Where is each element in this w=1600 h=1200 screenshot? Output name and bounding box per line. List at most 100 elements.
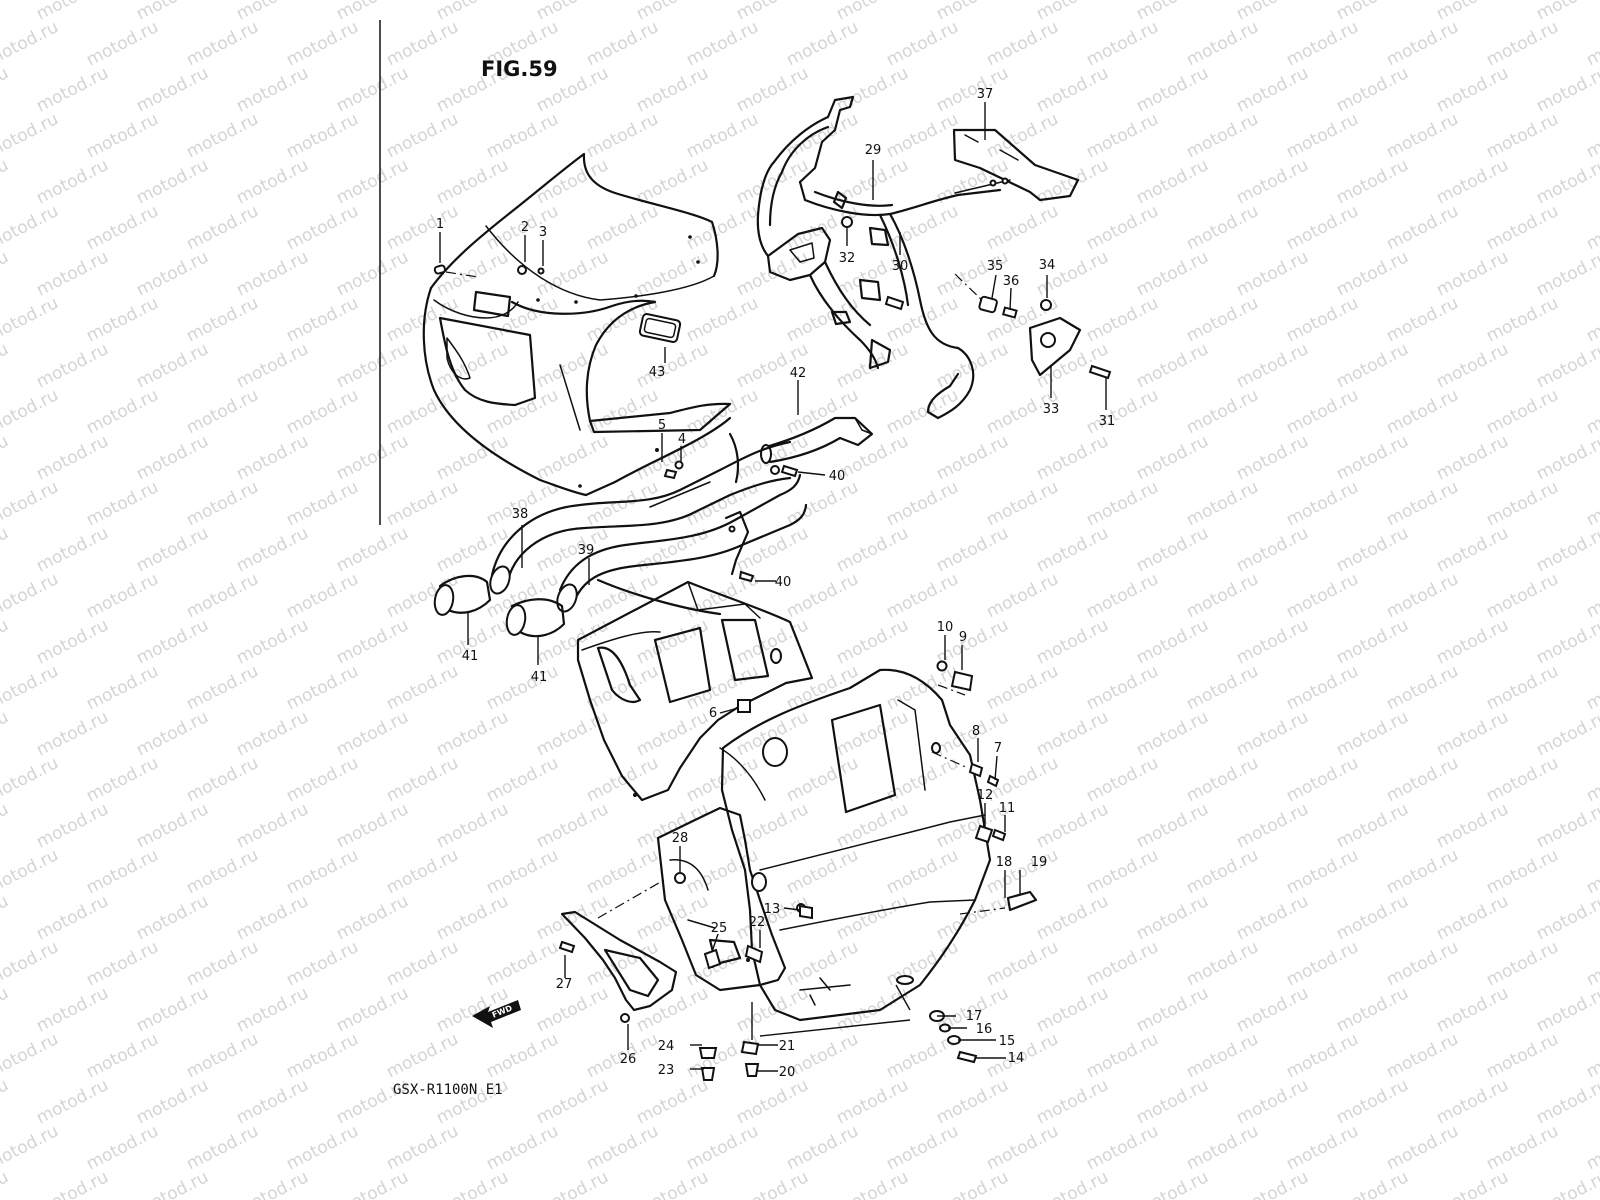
watermark-text: motod.ru	[1483, 1029, 1562, 1082]
watermark-text: motod.ru	[433, 891, 512, 944]
callout-43: 43	[649, 365, 666, 380]
watermark-text: motod.ru	[533, 983, 612, 1036]
watermark-text: motod.ru	[283, 1029, 362, 1082]
watermark-text: motod.ru	[1583, 1121, 1600, 1174]
watermark-text: motod.ru	[883, 1121, 962, 1174]
watermark-text: motod.ru	[133, 1167, 212, 1200]
watermark-text: motod.ru	[983, 661, 1062, 714]
watermark-text: motod.ru	[983, 17, 1062, 70]
watermark-text: motod.ru	[1233, 523, 1312, 576]
watermark-text: motod.ru	[283, 385, 362, 438]
watermark-text: motod.ru	[0, 385, 62, 438]
watermark-text: motod.ru	[933, 63, 1012, 116]
callout-30: 30	[892, 259, 909, 274]
watermark-text: motod.ru	[133, 707, 212, 760]
watermark-text: motod.ru	[383, 1029, 462, 1082]
watermark-text: motod.ru	[83, 293, 162, 346]
watermark-text: motod.ru	[1083, 569, 1162, 622]
watermark-text: motod.ru	[1283, 1029, 1362, 1082]
watermark-text: motod.ru	[33, 1167, 112, 1200]
watermark-text: motod.ru	[33, 247, 112, 300]
watermark-text: motod.ru	[583, 753, 662, 806]
cowling-stay-bracket	[756, 95, 1002, 420]
watermark-text: motod.ru	[683, 1121, 762, 1174]
watermark-text: motod.ru	[1383, 1029, 1462, 1082]
watermark-text: motod.ru	[183, 661, 262, 714]
watermark-text: motod.ru	[883, 753, 962, 806]
watermark-text: motod.ru	[0, 477, 62, 530]
watermark-text: motod.ru	[1383, 753, 1462, 806]
watermark-text: motod.ru	[0, 753, 62, 806]
watermark-text: motod.ru	[683, 109, 762, 162]
watermark-text: motod.ru	[633, 707, 712, 760]
duct-rubbers-41	[433, 574, 566, 638]
watermark-text: motod.ru	[183, 1121, 262, 1174]
callout-42: 42	[790, 366, 807, 381]
watermark-text: motod.ru	[783, 569, 862, 622]
watermark-text: motod.ru	[1383, 1121, 1462, 1174]
watermark-text: motod.ru	[1533, 0, 1600, 24]
watermark-text: motod.ru	[133, 523, 212, 576]
watermark-text: motod.ru	[483, 385, 562, 438]
watermark-text: motod.ru	[1583, 937, 1600, 990]
callout-32: 32	[839, 251, 856, 266]
figure-title: FIG.59	[481, 57, 558, 81]
watermark-text: motod.ru	[83, 753, 162, 806]
watermark-text: motod.ru	[1233, 247, 1312, 300]
callout-7: 7	[994, 741, 1002, 756]
watermark-text: motod.ru	[1433, 799, 1512, 852]
watermark-text: motod.ru	[1333, 891, 1412, 944]
watermark-text: motod.ru	[783, 109, 862, 162]
watermark-text: motod.ru	[383, 845, 462, 898]
watermark-text: motod.ru	[633, 63, 712, 116]
watermark-text: motod.ru	[0, 155, 12, 208]
watermark-text: motod.ru	[283, 569, 362, 622]
watermark-text: motod.ru	[183, 293, 262, 346]
watermark-text: motod.ru	[1233, 1167, 1312, 1200]
watermark-text: motod.ru	[983, 845, 1062, 898]
watermark-text: motod.ru	[1533, 615, 1600, 668]
watermark-text: motod.ru	[733, 63, 812, 116]
watermark-text: motod.ru	[1083, 845, 1162, 898]
watermark-text: motod.ru	[83, 661, 162, 714]
watermark-text: motod.ru	[0, 339, 12, 392]
callout-16: 16	[976, 1022, 993, 1037]
watermark-text: motod.ru	[0, 201, 62, 254]
callout-17: 17	[966, 1009, 983, 1024]
watermark-text: motod.ru	[0, 1075, 12, 1128]
watermark-text: motod.ru	[1433, 339, 1512, 392]
watermark-text: motod.ru	[583, 201, 662, 254]
callout-22: 22	[749, 915, 766, 930]
watermark-text: motod.ru	[1333, 707, 1412, 760]
watermark-text: motod.ru	[1383, 17, 1462, 70]
watermark-text: motod.ru	[1033, 1075, 1112, 1128]
watermark-text: motod.ru	[583, 845, 662, 898]
watermark-text: motod.ru	[1183, 17, 1262, 70]
watermark-text: motod.ru	[1483, 477, 1562, 530]
watermark-text: motod.ru	[1433, 707, 1512, 760]
watermark-text: motod.ru	[883, 109, 962, 162]
watermark-text: motod.ru	[1083, 753, 1162, 806]
watermark-text: motod.ru	[183, 937, 262, 990]
watermark-text: motod.ru	[1133, 891, 1212, 944]
watermark-text: motod.ru	[1383, 845, 1462, 898]
watermark-text: motod.ru	[0, 707, 12, 760]
watermark-text: motod.ru	[1383, 201, 1462, 254]
watermark-text: motod.ru	[533, 431, 612, 484]
callout-13: 13	[764, 902, 781, 917]
watermark-text: motod.ru	[1083, 661, 1162, 714]
callout-14: 14	[1008, 1051, 1025, 1066]
watermark-text: motod.ru	[0, 523, 12, 576]
watermark-text: motod.ru	[33, 799, 112, 852]
watermark-text: motod.ru	[233, 523, 312, 576]
watermark-text: motod.ru	[283, 937, 362, 990]
watermark-text: motod.ru	[1533, 983, 1600, 1036]
callout-33: 33	[1043, 402, 1060, 417]
watermark-text: motod.ru	[183, 17, 262, 70]
watermark-text: motod.ru	[933, 1075, 1012, 1128]
watermark-text: motod.ru	[333, 431, 412, 484]
watermark-text: motod.ru	[1333, 63, 1412, 116]
watermark-text: motod.ru	[1483, 937, 1562, 990]
watermark-text: motod.ru	[383, 109, 462, 162]
watermark-text: motod.ru	[333, 799, 412, 852]
